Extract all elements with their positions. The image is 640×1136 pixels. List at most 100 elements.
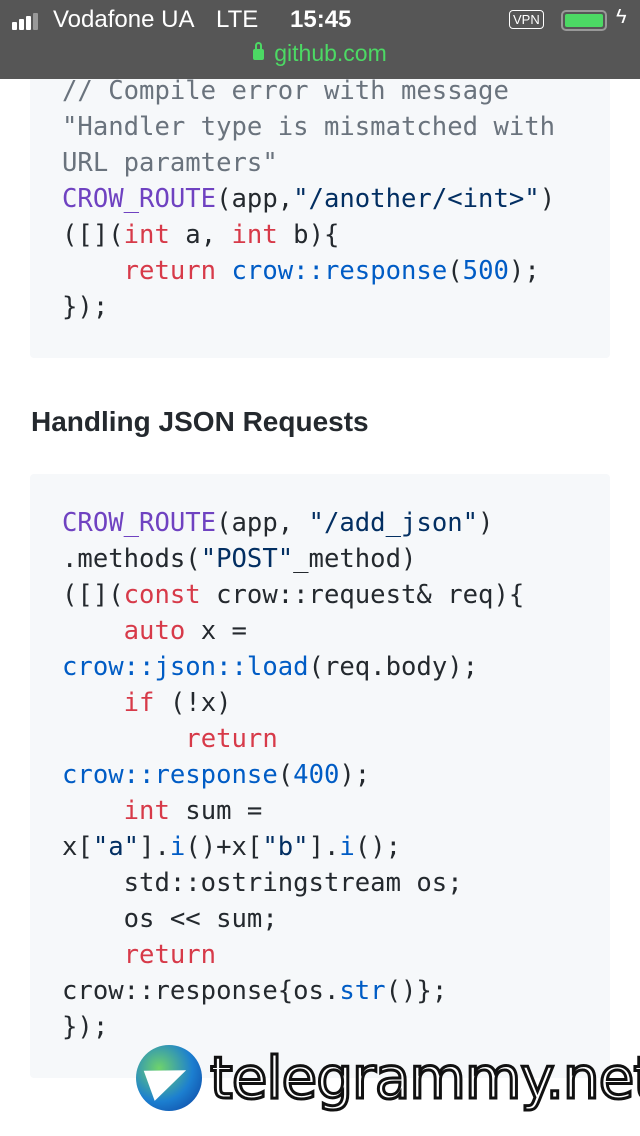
- code-token: return: [123, 940, 217, 970]
- code-token: ([](: [62, 220, 124, 250]
- code-token: "a": [92, 832, 140, 862]
- code-token: ].: [308, 832, 340, 862]
- code-token: ()};: [385, 976, 448, 1006]
- code-token: crow::json::load: [62, 652, 309, 682]
- code-token: auto: [123, 616, 186, 646]
- code-token: ()+x[: [185, 832, 263, 862]
- carrier: Vodafone UA: [53, 6, 195, 33]
- code-token: (: [277, 760, 294, 790]
- code-token: _method): [293, 544, 417, 574]
- code-token: a,: [169, 220, 232, 250]
- code-token: os << sum;: [62, 904, 278, 934]
- code-line: CROW_ROUTE(app, "/add_json"): [62, 505, 610, 541]
- code-token: "POST": [200, 544, 294, 574]
- code-line: });: [62, 1009, 610, 1045]
- code-token: i: [339, 832, 355, 862]
- code-line: crow::json::load(req.body);: [62, 649, 610, 685]
- watermark: telegrammy.net: [136, 1043, 640, 1114]
- code-token: [62, 616, 124, 646]
- code-line: x["a"].i()+x["b"].i();: [62, 829, 610, 865]
- code-token: if: [123, 688, 155, 718]
- code-token: crow::response: [231, 256, 448, 286]
- code-line: ([](int a, int b){: [62, 217, 610, 253]
- code-token: crow::request& req){: [200, 580, 525, 610]
- code-token: x[: [62, 832, 93, 862]
- section-heading: Handling JSON Requests: [31, 406, 369, 437]
- code-token: 400: [293, 760, 340, 790]
- code-token: ([](: [62, 580, 124, 610]
- code-token: });: [62, 292, 109, 322]
- code-token: [62, 724, 185, 754]
- code-token: b){: [277, 220, 340, 250]
- code-token: return: [185, 724, 278, 754]
- watermark-text: telegrammy.net: [208, 1043, 640, 1114]
- code-token: return: [123, 256, 217, 286]
- code-line: return crow::response(500);: [62, 253, 610, 289]
- charging-icon: ϟ: [616, 6, 627, 28]
- code-line: crow::response(400);: [62, 757, 610, 793]
- code-block-2: CROW_ROUTE(app, "/add_json").methods("PO…: [30, 474, 610, 1078]
- code-token: [62, 940, 124, 970]
- code-token: sum =: [169, 796, 263, 826]
- battery-icon: [561, 10, 607, 31]
- code-token: ): [478, 508, 494, 538]
- code-line: URL paramters": [62, 145, 610, 181]
- code-token: "b": [262, 832, 309, 862]
- address-bar[interactable]: github.com: [0, 40, 640, 67]
- code-line: return: [62, 721, 610, 757]
- code-token: (app,: [216, 508, 309, 538]
- code-token: "/another/<int>": [293, 184, 540, 214]
- code-token: .methods(: [62, 544, 201, 574]
- code-token: ): [539, 184, 556, 214]
- code-line: crow::response{os.str()};: [62, 973, 610, 1009]
- clock: 15:45: [290, 6, 352, 33]
- code-line: .methods("POST"_method): [62, 541, 610, 577]
- code-token: );: [508, 256, 540, 286]
- code-token: std::ostringstream os;: [62, 868, 463, 898]
- status-bar: Vodafone UA LTE 15:45 VPN ϟ github.com: [0, 0, 640, 79]
- code-token: int: [123, 796, 170, 826]
- code-token: i: [169, 832, 186, 862]
- code-token: x =: [185, 616, 247, 646]
- code-line: auto x =: [62, 613, 610, 649]
- code-token: ].: [139, 832, 170, 862]
- code-token: (!x): [154, 688, 232, 718]
- code-token: // Compile error with message: [62, 76, 509, 106]
- code-token: [62, 688, 124, 718]
- vpn-badge: VPN: [509, 10, 544, 29]
- code-line: os << sum;: [62, 901, 610, 937]
- code-token: "/add_json": [308, 508, 479, 538]
- code-token: (req.body);: [308, 652, 479, 682]
- code-line: int sum =: [62, 793, 610, 829]
- code-line: CROW_ROUTE(app,"/another/<int>"): [62, 181, 610, 217]
- code-token: str: [339, 976, 386, 1006]
- telegram-globe-icon: [136, 1045, 202, 1111]
- code-token: [62, 256, 124, 286]
- code-token: crow::response{os.: [62, 976, 340, 1006]
- code-token: int: [231, 220, 278, 250]
- code-line: std::ostringstream os;: [62, 865, 610, 901]
- code-token: URL paramters": [62, 148, 278, 178]
- signal-icon: [12, 13, 38, 30]
- code-token: int: [123, 220, 170, 250]
- code-line: // Compile error with message: [62, 73, 610, 109]
- code-token: 500: [462, 256, 509, 286]
- code-line: return: [62, 937, 610, 973]
- code-token: );: [339, 760, 371, 790]
- code-token: [216, 256, 231, 286]
- code-token: "Handler type is mismatched with: [62, 112, 556, 142]
- code-token: (app,: [216, 184, 294, 214]
- code-token: ();: [354, 832, 402, 862]
- network-type: LTE: [216, 6, 259, 33]
- code-token: (: [447, 256, 463, 286]
- code-token: });: [62, 1012, 109, 1042]
- lock-icon: [253, 42, 265, 60]
- code-token: CROW_ROUTE: [62, 508, 217, 538]
- code-token: crow::response: [62, 760, 278, 790]
- code-token: const: [123, 580, 201, 610]
- code-line: });: [62, 289, 610, 325]
- code-token: CROW_ROUTE: [62, 184, 217, 214]
- url-text: github.com: [274, 40, 387, 66]
- code-line: ([](const crow::request& req){: [62, 577, 610, 613]
- code-line: "Handler type is mismatched with: [62, 109, 610, 145]
